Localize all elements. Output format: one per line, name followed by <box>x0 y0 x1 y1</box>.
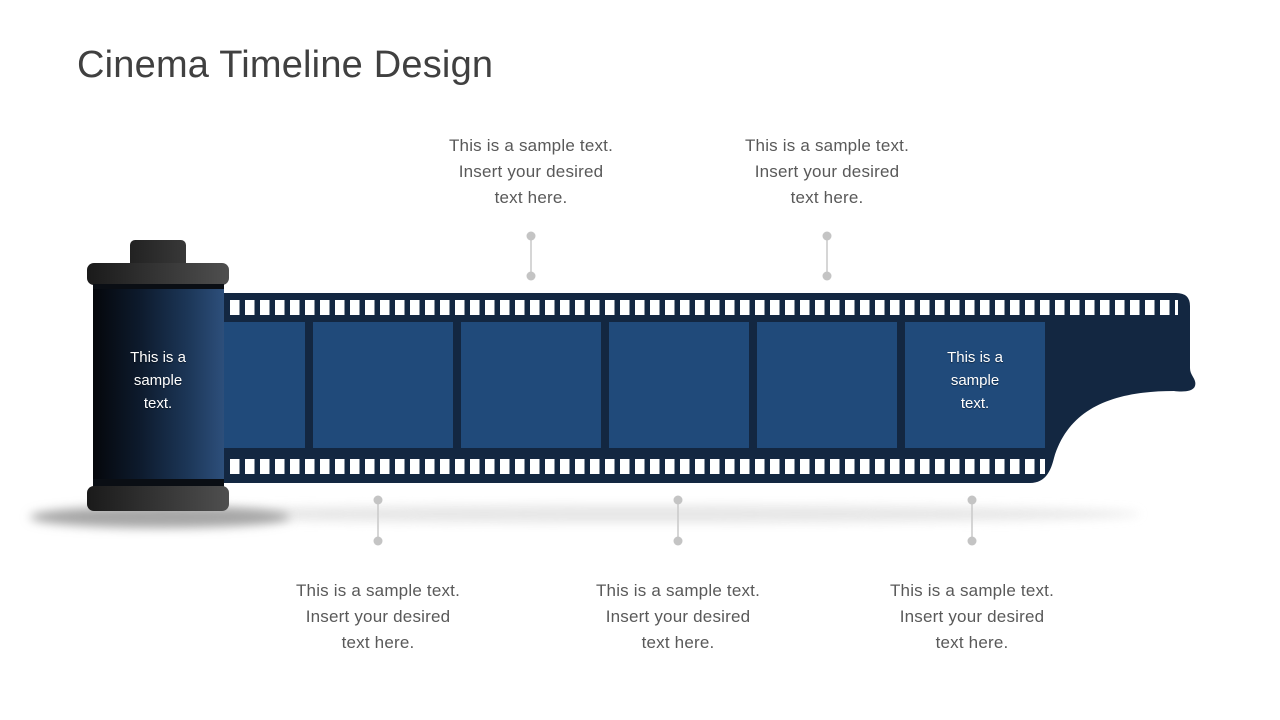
film-frame-5 <box>757 322 897 448</box>
film-frame-3 <box>461 322 601 448</box>
connector-dot <box>526 231 536 241</box>
callout-bottom-3: This is a sample text. Insert your desir… <box>842 578 1102 656</box>
canister-bottom-cap <box>87 486 229 511</box>
frame-label-line: sample <box>950 372 1000 389</box>
connector-dot <box>967 536 977 546</box>
callout-top-2: This is a sample text. Insert your desir… <box>697 133 957 211</box>
callout-line: Insert your desired <box>305 607 451 626</box>
canister-top-rim <box>93 284 224 291</box>
callout-bottom-1: This is a sample text. Insert your desir… <box>248 578 508 656</box>
film-frame-6 <box>905 322 1045 448</box>
frame-label-line: text. <box>960 395 990 412</box>
canister-bottom-rim <box>93 479 224 487</box>
callout-line: text here. <box>790 188 864 207</box>
canister-label: This is a sample text. <box>113 346 203 415</box>
callout-line: This is a sample text. <box>595 581 761 600</box>
callout-line: Insert your desired <box>605 607 751 626</box>
film-canister <box>87 240 229 511</box>
sprocket-holes-bottom <box>230 459 1045 474</box>
callout-bottom-2: This is a sample text. Insert your desir… <box>548 578 808 656</box>
canister-nub <box>130 240 186 270</box>
callout-top-1: This is a sample text. Insert your desir… <box>401 133 661 211</box>
callout-line: Insert your desired <box>458 162 604 181</box>
film-frame-2 <box>313 322 453 448</box>
connector-dot <box>373 536 383 546</box>
frame-6-label: This is a sample text. <box>925 346 1025 415</box>
canister-label-line: This is a <box>130 349 186 366</box>
callout-line: This is a sample text. <box>889 581 1055 600</box>
canister-label-line: text. <box>143 395 173 412</box>
callout-line: text here. <box>641 633 715 652</box>
connector-dots <box>373 231 977 546</box>
canister-body <box>93 289 224 482</box>
connector-dot <box>967 495 977 505</box>
strip-shadow <box>140 505 1140 523</box>
callout-line: text here. <box>935 633 1009 652</box>
callout-line: text here. <box>494 188 568 207</box>
connectors <box>377 239 973 538</box>
canister-top-cap <box>87 263 229 285</box>
callout-line: This is a sample text. <box>295 581 461 600</box>
connector-dot <box>673 536 683 546</box>
frame-label-line: This is a <box>947 349 1003 366</box>
connector-dot <box>673 495 683 505</box>
connector-dot <box>373 495 383 505</box>
callout-line: text here. <box>341 633 415 652</box>
connector-dot <box>822 231 832 241</box>
sprocket-holes-top <box>230 300 1178 315</box>
page-title: Cinema Timeline Design <box>77 44 494 86</box>
canister-label-line: sample <box>133 372 183 389</box>
callout-line: This is a sample text. <box>448 136 614 155</box>
film-frame-4 <box>609 322 749 448</box>
callout-line: Insert your desired <box>754 162 900 181</box>
connector-dot <box>526 271 536 281</box>
callout-line: Insert your desired <box>899 607 1045 626</box>
callout-line: This is a sample text. <box>744 136 910 155</box>
canister-shadow <box>30 506 290 528</box>
connector-dot <box>822 271 832 281</box>
